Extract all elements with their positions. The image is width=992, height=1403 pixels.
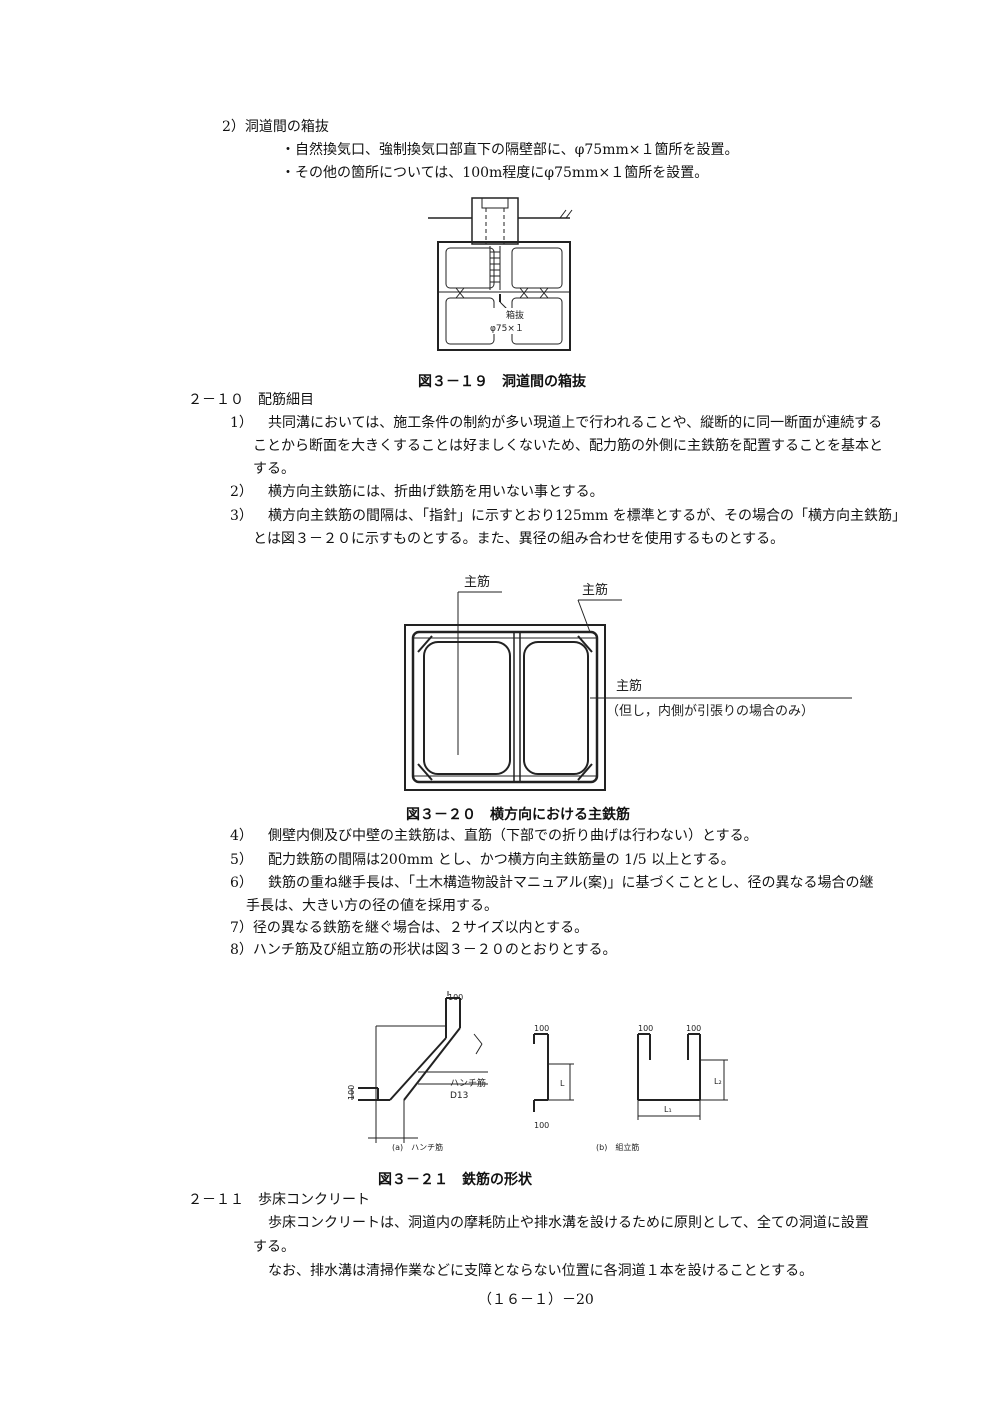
- item-8: 8）ハンチ筋及び組立筋の形状は図３－２０のとおりとする。: [230, 942, 617, 958]
- item-7: 7）径の異なる鉄筋を継ぐ場合は、２サイズ以内とする。: [230, 920, 589, 936]
- dim-100-a-left: 100: [347, 1085, 356, 1100]
- item-1-number: 1）: [230, 415, 253, 431]
- dim-100-b2-right: 100: [686, 1024, 701, 1033]
- section-heading-hakonuki: 2）洞道間の箱抜: [222, 119, 329, 135]
- item-5-text: 配力鉄筋の間隔は200mm とし、かつ横方向主鉄筋量の 1/5 以上とする。: [268, 852, 735, 868]
- page-number: （１６－１）－20: [478, 1292, 594, 1308]
- label-main-bar-2: 主筋: [582, 582, 608, 598]
- dim-l2: L₂: [714, 1077, 722, 1086]
- item-6-line-2: 手長は、大きい方の径の値を採用する。: [246, 898, 498, 914]
- dim-100-b1-bottom: 100: [534, 1121, 549, 1130]
- label-d13: D13: [450, 1091, 468, 1101]
- section-2-11-line-3: なお、排水溝は清掃作業などに支障とならない位置に各洞道１本を設けることとする。: [268, 1263, 814, 1279]
- label-hakonuki: 箱抜: [506, 309, 524, 321]
- item-3-line-2: とは図３－２０に示すものとする。また、異径の組み合わせを使用するものとする。: [253, 531, 785, 547]
- label-phi75: φ75×１: [490, 324, 524, 334]
- item-2-number: 2）: [230, 484, 253, 500]
- label-main-bar-3: 主筋: [616, 678, 642, 694]
- bullet-other-locations: ・その他の箇所については、100m程度にφ75mm×１箇所を設置。: [281, 165, 709, 181]
- section-heading-2-10: ２－１０ 配筋細目: [188, 392, 314, 408]
- item-5-number: 5）: [230, 852, 253, 868]
- section-2-11-line-2: する。: [253, 1239, 295, 1255]
- item-1-line-3: する。: [253, 461, 295, 477]
- dim-l-b1: L: [560, 1079, 565, 1088]
- figure-3-20-diagram: 主筋 主筋 主筋 （但し，内側が引張りの場合のみ）: [404, 574, 852, 791]
- subcaption-a: (a) ハンチ筋: [392, 1142, 443, 1152]
- dim-100-b1-top: 100: [534, 1024, 549, 1033]
- figure-3-19-diagram: 箱抜 φ75×１: [428, 197, 573, 351]
- item-6-number: 6）: [230, 875, 253, 891]
- dim-l1: L₁: [664, 1105, 672, 1114]
- section-heading-2-11: ２－１１ 歩床コンクリート: [188, 1192, 370, 1208]
- item-6-line-1: 鉄筋の重ね継手長は、「土木構造物設計マニュアル(案)」に基づくこととし、径の異な…: [268, 875, 874, 891]
- item-1-line-1: 共同溝においては、施工条件の制約が多い現道上で行われることや、縦断的に同一断面が…: [268, 415, 883, 431]
- dim-100-a-top: 100: [448, 993, 463, 1002]
- item-3-number: 3）: [230, 508, 253, 524]
- figure-3-19-caption: 図３－１９ 洞道間の箱抜: [418, 374, 586, 390]
- item-4-text: 側壁内側及び中壁の主鉄筋は、直筋（下部での折り曲げは行わない）とする。: [268, 828, 758, 844]
- figure-3-21-diagram: 100 100 ハンチ筋 D13 (a) ハンチ筋 100 100 L 100 …: [347, 991, 728, 1152]
- bullet-natural-ventilation: ・自然換気口、強制換気口部直下の隔壁部に、φ75mm×１箇所を設置。: [281, 142, 739, 158]
- dim-100-b2-left: 100: [638, 1024, 653, 1033]
- label-haunch-bar: ハンチ筋: [450, 1077, 486, 1089]
- label-tension-note: （但し，内側が引張りの場合のみ）: [606, 703, 814, 719]
- item-4-number: 4）: [230, 828, 253, 844]
- item-1-line-2: ことから断面を大きくすることは好ましくないため、配力筋の外側に主鉄筋を配置するこ…: [253, 438, 883, 454]
- section-2-11-line-1: 歩床コンクリートは、洞道内の摩耗防止や排水溝を設けるために原則として、全ての洞道…: [268, 1215, 869, 1231]
- subcaption-b: (b) 組立筋: [596, 1142, 639, 1152]
- item-3-line-1: 横方向主鉄筋の間隔は、「指針」に示すとおり125mm を標準とするが、その場合の…: [268, 508, 907, 524]
- item-2-text: 横方向主鉄筋には、折曲げ鉄筋を用いない事とする。: [268, 484, 604, 500]
- label-main-bar-1: 主筋: [464, 574, 490, 590]
- figure-3-21-caption: 図３－２１ 鉄筋の形状: [378, 1172, 532, 1188]
- figure-3-20-caption: 図３－２０ 横方向における主鉄筋: [406, 807, 630, 823]
